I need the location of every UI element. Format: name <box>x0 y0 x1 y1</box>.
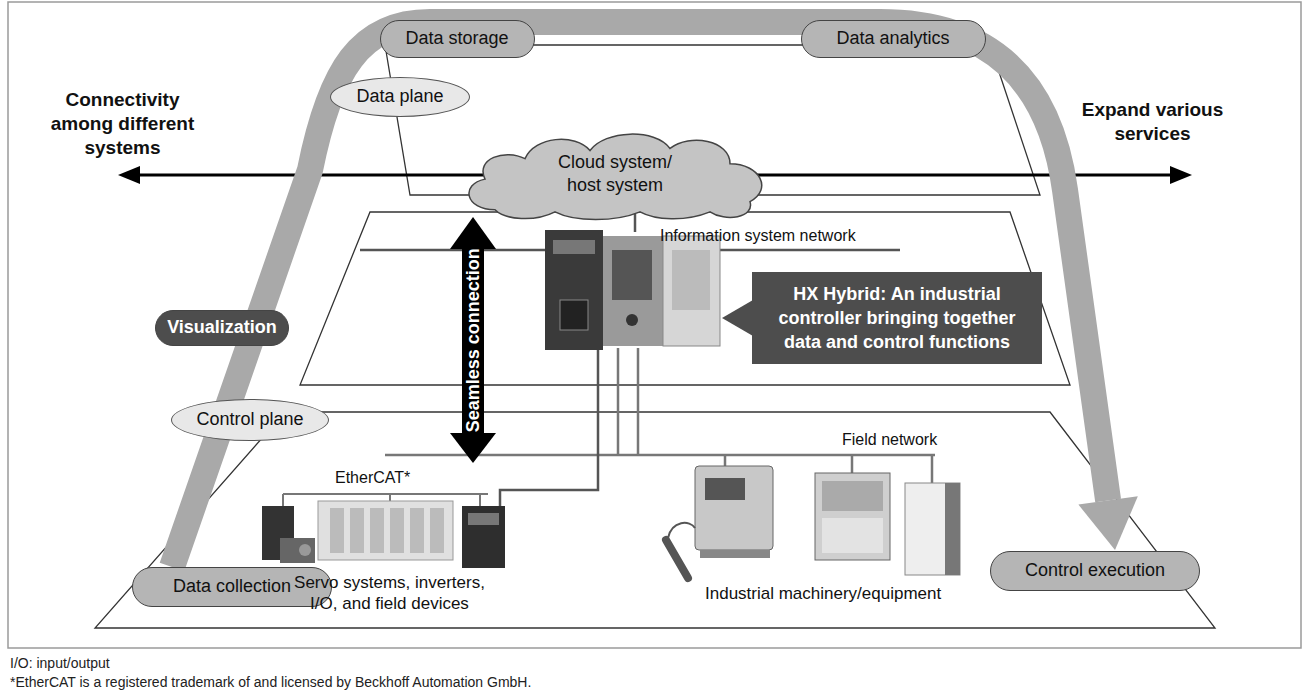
node-text: Data analytics <box>836 27 949 50</box>
flow-band-path <box>172 22 1108 567</box>
side-heading: Expand various services <box>1075 98 1230 146</box>
cabinet-panel <box>822 518 883 553</box>
node-text: HX Hybrid: An industrial controller brin… <box>762 282 1032 354</box>
io-module <box>330 508 344 553</box>
tall-cabinet-side <box>945 483 960 575</box>
footnote: *EtherCAT is a registered trademark of a… <box>10 674 531 692</box>
tall-cabinet <box>905 483 960 575</box>
io-module <box>370 508 384 553</box>
io-module <box>410 508 424 553</box>
print-head-cable <box>668 523 695 538</box>
seamless-arrow-shaft <box>462 246 484 436</box>
footnote: I/O: input/output <box>10 655 110 673</box>
bus-label: EtherCAT* <box>335 468 410 488</box>
node-text: Cloud system/ host system <box>553 151 678 198</box>
controller-detail <box>553 240 595 254</box>
controller-detail <box>626 314 638 326</box>
node-text: Data storage <box>405 27 508 50</box>
node-text: Control plane <box>196 408 303 431</box>
node-text: Data collection <box>173 575 291 598</box>
servo-motor-shaft <box>299 544 311 556</box>
arrow-label: Seamless connection <box>462 248 485 432</box>
arrow-head <box>118 166 140 184</box>
visualization-pill: Visualization <box>155 310 289 346</box>
network-label: Field network <box>842 430 937 450</box>
device-caption: Servo systems, inverters, I/O, and field… <box>287 572 492 615</box>
printer-screen <box>705 478 745 500</box>
data-pill: Data analytics <box>801 20 986 58</box>
inverter-display <box>468 513 499 525</box>
node-text: Data plane <box>356 85 443 108</box>
field-drop-wire <box>724 455 727 466</box>
print-head <box>666 540 688 578</box>
field-drop-wire <box>931 455 934 483</box>
machine-cabinet <box>815 473 890 560</box>
device-caption: Industrial machinery/equipment <box>705 583 941 604</box>
plane-ellipse: Control plane <box>171 399 329 441</box>
flow-band <box>172 22 1138 567</box>
network-plane-layer <box>300 212 1070 385</box>
arrow-head <box>1170 166 1192 184</box>
cloud-outline <box>455 128 775 220</box>
data-pill: Data storage <box>380 20 535 58</box>
io-module <box>430 508 444 553</box>
controller-module <box>663 236 720 346</box>
field-drop-wire <box>851 455 854 473</box>
seamless-arrow-head <box>450 217 496 249</box>
cloud-link-wire <box>634 214 637 232</box>
inkjet-printer <box>695 466 773 550</box>
cloud-shape: Cloud system/ host system <box>455 128 775 220</box>
io-rack <box>318 501 453 560</box>
flow-arrow-head <box>1078 496 1137 550</box>
ethercat-wire <box>500 348 598 506</box>
cloud-fill <box>469 134 762 219</box>
controller-detail <box>612 250 652 300</box>
io-module <box>350 508 364 553</box>
controller-module <box>603 236 663 346</box>
ethercat-line <box>283 493 488 495</box>
callout-box: HX Hybrid: An industrial controller brin… <box>752 272 1042 364</box>
seamless-arrow-head <box>450 433 496 463</box>
plane-ellipse: Data plane <box>330 77 470 117</box>
network-label: Information system network <box>660 226 856 246</box>
node-text: Visualization <box>167 316 277 339</box>
controller-detail <box>672 250 710 310</box>
field-drop-wire <box>617 348 620 455</box>
figure-frame <box>8 2 1301 648</box>
io-module <box>390 508 404 553</box>
servo-motor <box>280 538 315 563</box>
field-drop-wire <box>637 348 640 455</box>
node-text: Control execution <box>1025 559 1165 582</box>
data-pill: Control execution <box>990 551 1200 591</box>
control-plane-layer <box>95 412 1215 628</box>
cabinet-panel <box>822 481 883 511</box>
callout-pointer <box>722 300 753 336</box>
ethercat-drop <box>389 494 391 501</box>
printer-base <box>700 550 770 558</box>
ethercat-drop <box>479 494 481 506</box>
controller-port <box>560 300 588 330</box>
inverter <box>462 506 505 568</box>
ethercat-drop <box>282 494 284 506</box>
controller-cpu <box>545 230 603 350</box>
side-heading: Connectivity among different systems <box>40 88 205 159</box>
